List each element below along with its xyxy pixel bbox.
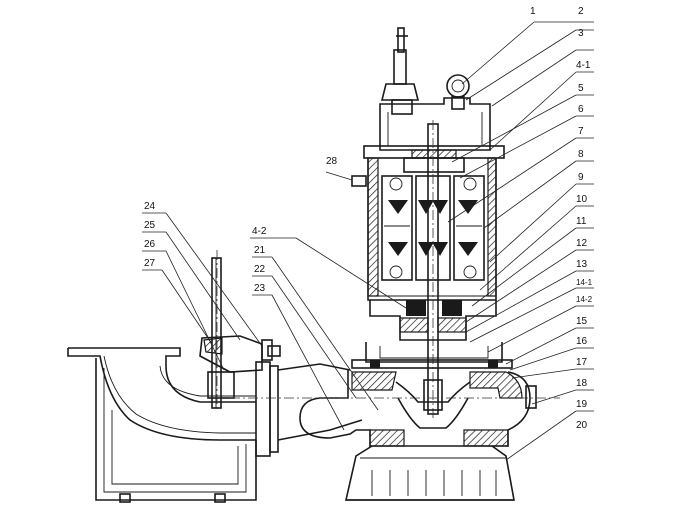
label-4-1: 4-1 — [576, 60, 591, 71]
label-3: 3 — [578, 28, 584, 39]
lifting-ring — [446, 74, 470, 110]
label-10: 10 — [576, 194, 588, 205]
label-7: 7 — [578, 126, 584, 137]
label-20: 20 — [576, 420, 588, 431]
label-6: 6 — [578, 104, 584, 115]
label-15: 15 — [576, 316, 588, 327]
leader-lines — [142, 21, 594, 461]
label-1: 1 — [530, 6, 536, 17]
label-12: 12 — [576, 238, 588, 249]
lower-bearing-housing — [369, 300, 497, 341]
base-frame — [95, 358, 257, 503]
label-14-1: 14-1 — [576, 278, 593, 287]
label-4-2: 4-2 — [252, 226, 267, 237]
label-23: 23 — [254, 283, 266, 294]
label-24: 24 — [144, 201, 156, 212]
motor-shell — [367, 157, 497, 301]
cable-entry — [380, 27, 420, 115]
label-14-2: 14-2 — [576, 295, 593, 304]
pump-base-stand — [344, 445, 515, 501]
oil-chamber — [351, 342, 513, 369]
label-5: 5 — [578, 83, 584, 94]
label-11: 11 — [576, 216, 587, 227]
label-17: 17 — [576, 357, 588, 368]
label-26: 26 — [144, 239, 156, 250]
motor-cover — [363, 97, 505, 159]
shaft — [427, 120, 439, 420]
label-8: 8 — [578, 149, 584, 160]
label-2: 2 — [578, 6, 584, 17]
impeller — [395, 379, 471, 429]
label-18: 18 — [576, 378, 588, 389]
label-16: 16 — [576, 336, 588, 347]
label-9: 9 — [578, 172, 584, 183]
label-21: 21 — [254, 245, 266, 256]
guide-rail — [211, 257, 222, 409]
coupling-bracket — [199, 335, 281, 399]
centerline — [216, 250, 560, 412]
discharge-flange — [255, 361, 363, 457]
label-27: 27 — [144, 258, 156, 269]
discharge-elbow — [67, 347, 256, 441]
label-19: 19 — [576, 399, 588, 410]
upper-bearing — [403, 149, 465, 173]
volute-casing — [299, 370, 537, 447]
label-28: 28 — [326, 156, 338, 167]
part-labels: 1 2 3 4-1 5 6 7 8 9 10 11 12 13 14-1 14-… — [144, 6, 593, 431]
label-22: 22 — [254, 264, 266, 275]
label-13: 13 — [576, 259, 588, 270]
label-25: 25 — [144, 220, 156, 231]
pressure-port-28 — [351, 175, 367, 187]
